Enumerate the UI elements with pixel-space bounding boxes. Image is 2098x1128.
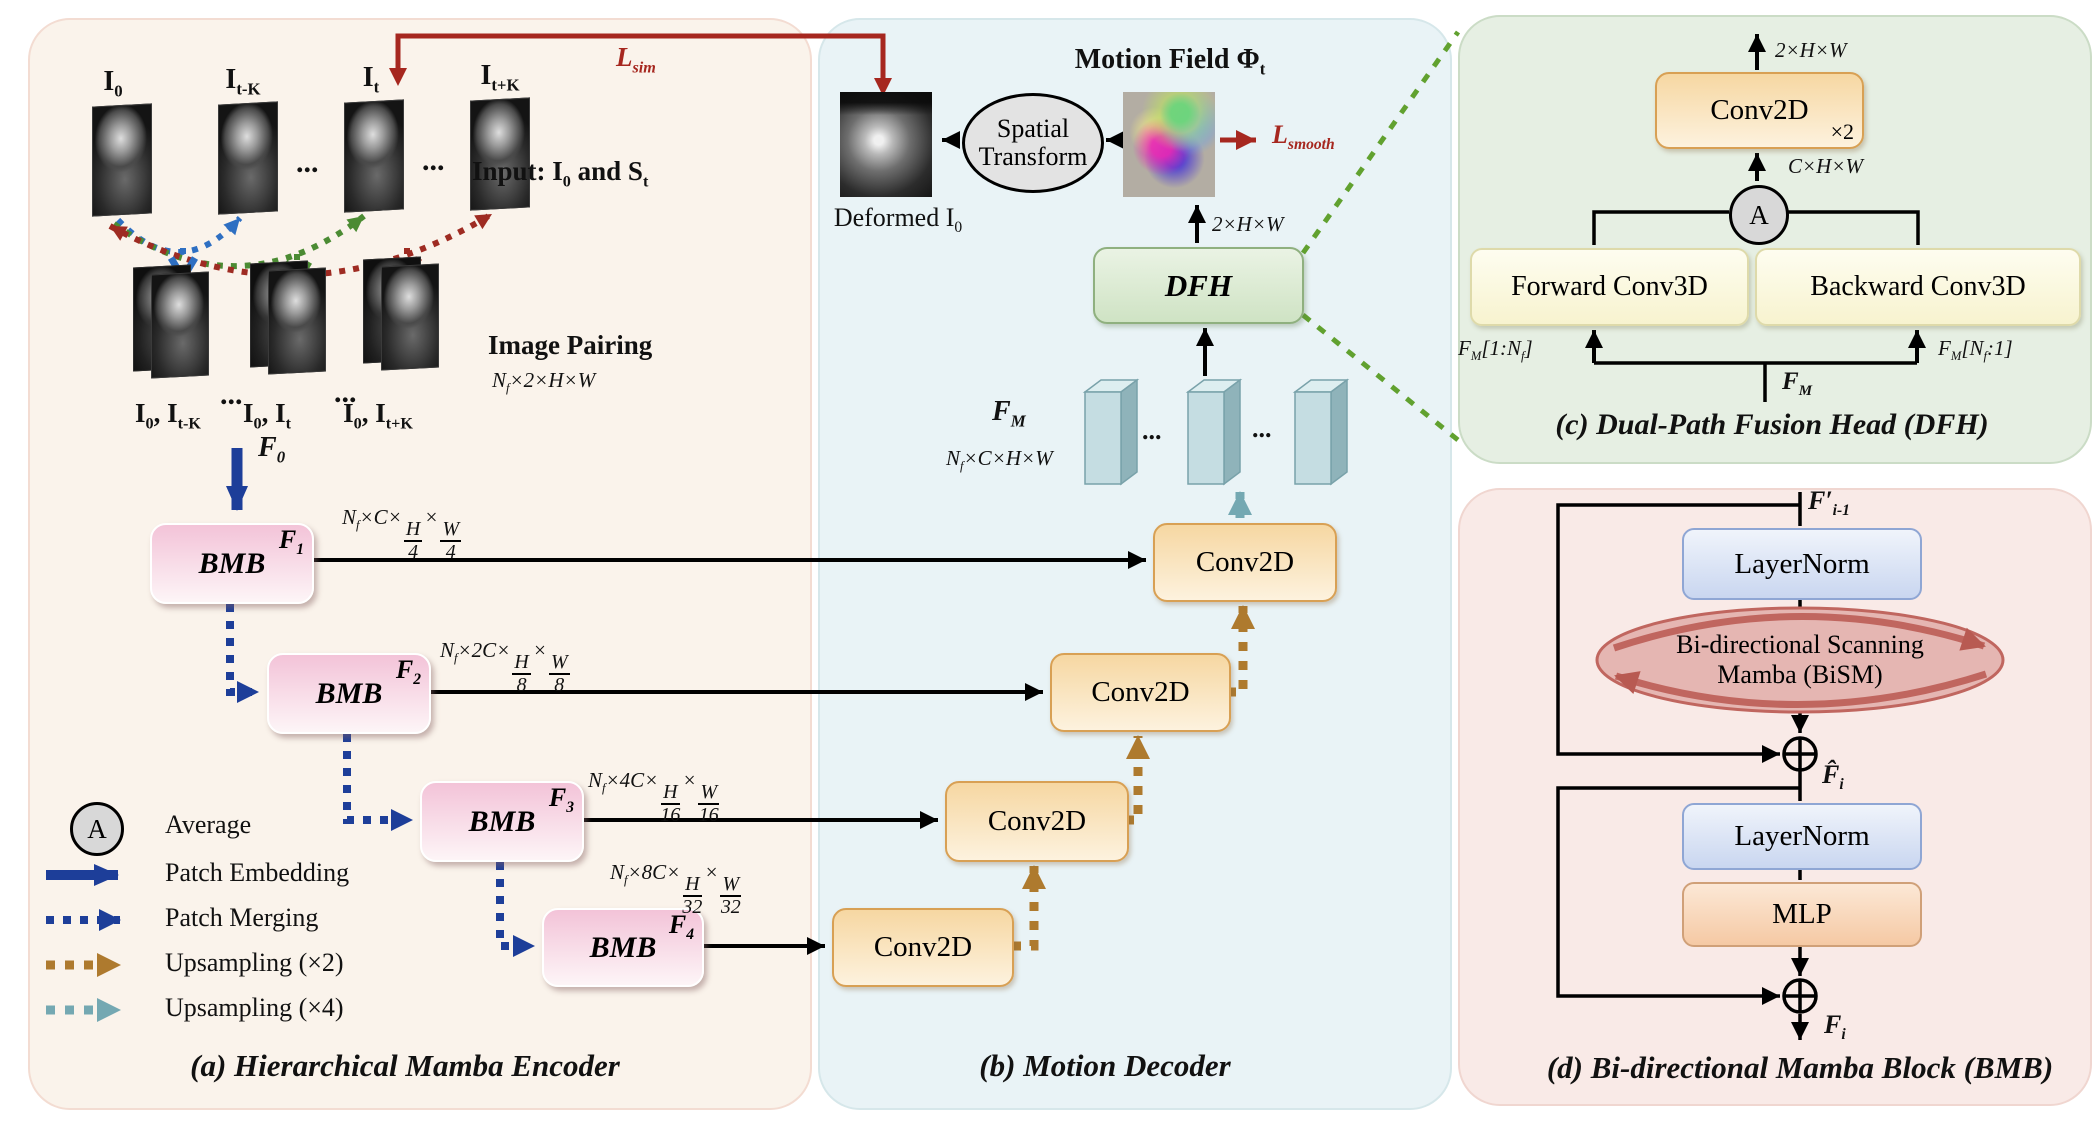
bism-text: Bi-directional Scanning Mamba (BiSM) (1676, 630, 1924, 689)
bmb1-feature: F1 (278, 525, 304, 559)
spatial-transform-ellipse: Spatial Transform (962, 93, 1104, 193)
bmb3-label: BMB (468, 804, 536, 838)
average-operator-symbol: A (1749, 199, 1769, 230)
ellipsis-row2-b: ... (334, 376, 357, 409)
bmb4-label: BMB (589, 930, 657, 964)
f-i-label: Fi (1824, 1010, 1846, 1044)
decoder-conv2d-1-label: Conv2D (1195, 546, 1295, 578)
dfh-block: DFH (1093, 247, 1304, 324)
caption-panel-a: (a) Hierarchical Mamba Encoder (190, 1048, 620, 1083)
dfh-out-dim-label: 2×H×W (1775, 38, 1847, 62)
bmb-block-2: BMB F2 (267, 653, 431, 734)
fm-dim-label: Nf×C×H×W (946, 446, 1053, 474)
pair-label-2: I0, It (242, 398, 292, 433)
caption-panel-d: (d) Bi-directional Mamba Block (BMB) (1546, 1050, 2054, 1085)
ellipsis-slabs-b: ... (1252, 414, 1272, 443)
bmb-block-4: BMB F4 (542, 908, 704, 987)
fm-backward-slice-label: FM[Nf:1] (1938, 336, 2013, 364)
average-operator-icon: A (1729, 185, 1789, 245)
bmb3-feature: F3 (548, 783, 574, 817)
mri-pair1-front (151, 271, 209, 379)
frame-label-itpk: It+K (480, 60, 520, 95)
legend-label-patch-embedding: Patch Embedding (165, 858, 350, 887)
caption-panel-b: (b) Motion Decoder (979, 1048, 1231, 1083)
ellipsis-row1-b: ... (422, 144, 445, 177)
backward-conv3d-label: Backward Conv3D (1810, 271, 2026, 302)
dfh-mid-dim-label: C×H×W (1788, 154, 1864, 178)
decoder-conv2d-3-label: Conv2D (987, 805, 1087, 837)
dfh-conv2d-mult: ×2 (1830, 119, 1854, 144)
ellipsis-slabs-a: ... (1142, 416, 1162, 445)
f0-label: F0 (258, 432, 286, 467)
dfh-fm-input-label: FM (1782, 368, 1813, 399)
dfh-output-dim-label: 2×H×W (1212, 212, 1284, 236)
layernorm-block-1: LayerNorm (1682, 528, 1922, 600)
fm-label: FM (992, 396, 1026, 431)
f-hat-label: F̂i (1822, 760, 1844, 794)
bism-ellipse-label: Bi-directional Scanning Mamba (BiSM) (1597, 608, 2003, 712)
mri-frame-i0 (92, 103, 152, 217)
pair-label-1: I0, It-K (135, 398, 201, 433)
deformed-i0-label: Deformed I0 (833, 203, 963, 237)
mri-frame-it (344, 99, 404, 213)
frame-label-i0: I0 (103, 66, 123, 101)
legend-label-patch-merging: Patch Merging (165, 903, 319, 932)
legend-average-icon: A (70, 802, 124, 856)
loss-sim-label: Lsim (616, 42, 656, 77)
layernorm-block-2: LayerNorm (1682, 803, 1922, 870)
legend-label-upsampling-x4: Upsampling (×4) (165, 993, 344, 1022)
mri-frame-itk (218, 101, 278, 215)
deformed-i0-image (840, 92, 932, 197)
mri-pair3-front (381, 263, 439, 371)
bmb1-label: BMB (198, 546, 266, 580)
motion-field-image (1123, 92, 1215, 197)
dfh-label: DFH (1164, 267, 1233, 303)
ellipsis-row2-a: ... (220, 378, 243, 411)
decoder-conv2d-1: Conv2D (1153, 523, 1337, 602)
pair-label-3: I0, It+K (343, 398, 413, 433)
forward-conv3d-label: Forward Conv3D (1511, 271, 1708, 302)
frame-label-itk: It-K (225, 64, 261, 99)
bmb2-label: BMB (315, 676, 383, 710)
decoder-conv2d-4-label: Conv2D (873, 931, 973, 963)
bmb2-feature: F2 (395, 655, 421, 689)
legend-label-average: Average (165, 810, 252, 839)
pairing-dim: Nf×2×H×W (492, 368, 596, 396)
forward-conv3d-block: Forward Conv3D (1470, 248, 1749, 326)
caption-panel-c: (c) Dual-Path Fusion Head (DFH) (1555, 408, 1989, 441)
loss-smooth-label: Lsmooth (1272, 120, 1335, 154)
mlp-block: MLP (1682, 882, 1922, 947)
mri-frame-itpk (470, 97, 530, 211)
dfh-conv2d-label: Conv2D (1710, 94, 1809, 126)
bmb-block-3: BMB F3 (420, 781, 584, 862)
decoder-conv2d-2: Conv2D (1050, 653, 1231, 732)
spatial-transform-label: Spatial Transform (978, 113, 1088, 171)
backward-conv3d-block: Backward Conv3D (1755, 248, 2081, 326)
bmb4-feature: F4 (668, 910, 694, 944)
ellipsis-row1-a: ... (296, 146, 319, 179)
input-label: Input: I0 and St (472, 156, 649, 191)
pairing-label: Image Pairing (488, 330, 653, 360)
bmb-block-1: BMB F1 (150, 523, 314, 604)
decoder-conv2d-4: Conv2D (832, 908, 1014, 987)
frame-label-it: It (362, 62, 380, 97)
dfh-conv2d-block: Conv2D ×2 (1655, 72, 1864, 149)
motion-field-title: Motion Field Φt (1074, 44, 1266, 79)
fm-forward-slice-label: FM[1:Nf] (1458, 336, 1533, 364)
layernorm-2-label: LayerNorm (1734, 820, 1870, 852)
legend-average-symbol: A (87, 813, 107, 844)
mri-pair2-front (268, 267, 326, 375)
f-prev-label: F′i-1 (1808, 486, 1850, 520)
legend-label-upsampling-x2: Upsampling (×2) (165, 948, 344, 977)
mlp-label: MLP (1772, 898, 1832, 930)
decoder-conv2d-2-label: Conv2D (1091, 676, 1190, 708)
layernorm-1-label: LayerNorm (1734, 547, 1870, 580)
decoder-conv2d-3: Conv2D (945, 781, 1129, 862)
